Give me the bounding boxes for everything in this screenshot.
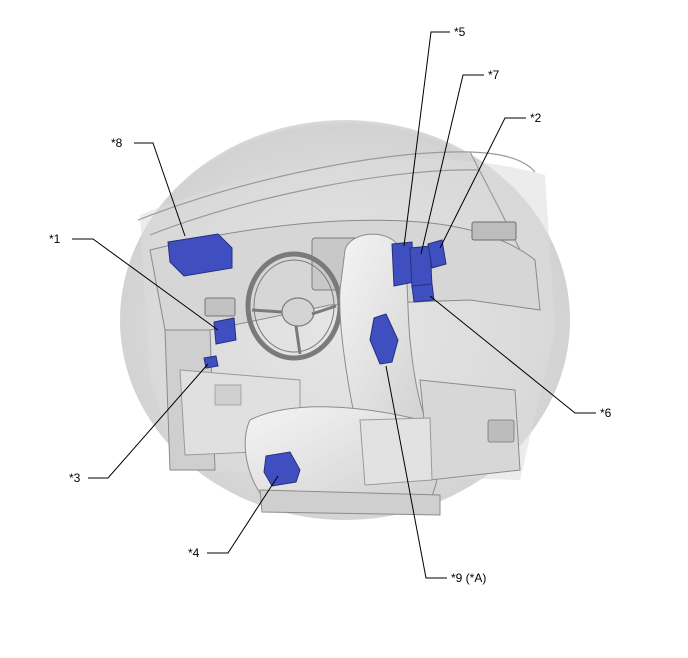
callout-6: *6 [600, 406, 612, 420]
leader-line-9 [385, 365, 447, 579]
callout-1: *1 [49, 232, 61, 246]
callout-3: *3 [69, 471, 81, 485]
leader-line-2 [439, 117, 526, 249]
component-9 [369, 313, 399, 365]
leader-line-1 [72, 238, 219, 331]
callout-2: *2 [530, 111, 542, 125]
leader-line-5 [403, 31, 450, 247]
leader-line-6 [429, 295, 596, 414]
callout-7: *7 [488, 68, 500, 82]
component-1 [213, 317, 237, 345]
highlighted-components [167, 233, 447, 487]
leader-line-3 [88, 363, 209, 479]
component-8 [167, 233, 233, 277]
component-4 [263, 451, 301, 487]
center-console [359, 379, 521, 486]
left-air-vent [204, 297, 236, 317]
leader-line-8 [134, 142, 186, 237]
callout-8: *8 [111, 136, 123, 150]
leader-line-4 [207, 475, 279, 554]
right-air-vent [471, 221, 517, 241]
leader-line-7 [420, 74, 484, 255]
callout-4: *4 [188, 546, 200, 560]
leader-lines [72, 31, 596, 579]
callout-9: *9 (*A) [451, 571, 487, 585]
callout-5: *5 [454, 25, 466, 39]
component-2 [427, 239, 447, 269]
component-6 [411, 283, 435, 303]
